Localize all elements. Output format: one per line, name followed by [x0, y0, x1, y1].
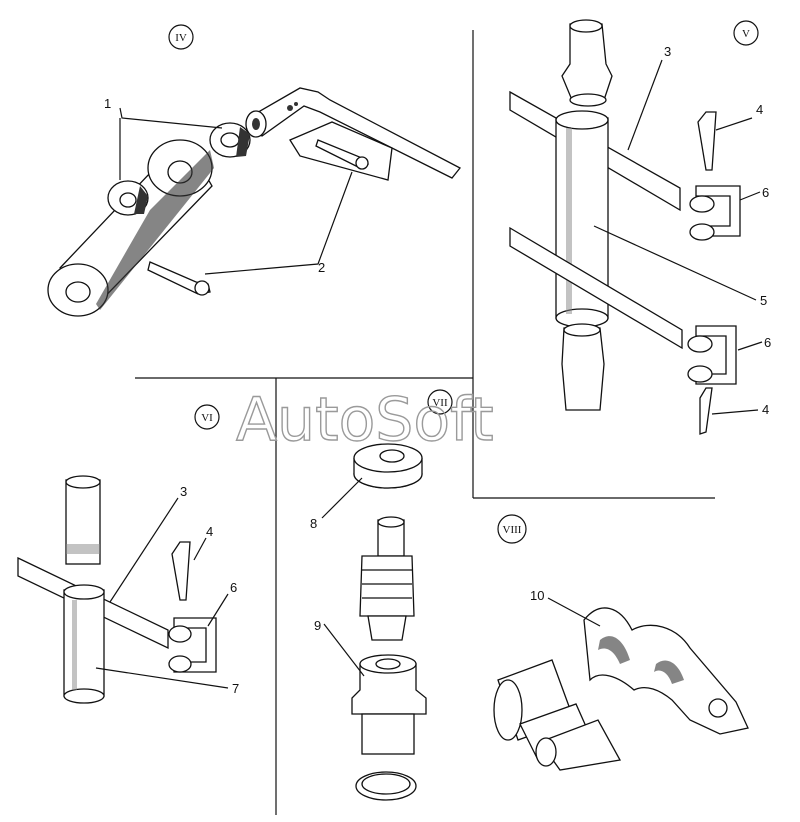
- callout-v-6a: 6: [762, 185, 769, 200]
- callout-vi-4: 4: [206, 524, 213, 539]
- svg-text:VIII: VIII: [503, 524, 522, 536]
- section-marker-vii: VII: [427, 389, 453, 415]
- section-vii-drawing: [321, 443, 427, 801]
- callout-v-5: 5: [760, 293, 767, 308]
- callout-vii-8: 8: [310, 516, 317, 531]
- callout-v-3: 3: [664, 44, 671, 59]
- callout-viii-10: 10: [530, 588, 544, 603]
- section-vi-drawing: [17, 475, 229, 704]
- section-marker-iv: IV: [168, 24, 194, 50]
- watermark: AutoSoft: [236, 385, 494, 455]
- svg-text:IV: IV: [175, 32, 187, 44]
- section-marker-vi: VI: [194, 404, 220, 430]
- callout-v-4a: 4: [756, 102, 763, 117]
- section-marker-viii: VIII: [497, 514, 527, 544]
- callout-vi-7: 7: [232, 681, 239, 696]
- callout-v-6b: 6: [764, 335, 771, 350]
- callout-v-4b: 4: [762, 402, 769, 417]
- callout-iv-2: 2: [318, 260, 325, 275]
- callout-vi-6: 6: [230, 580, 237, 595]
- callout-vi-3: 3: [180, 484, 187, 499]
- callout-vii-9: 9: [314, 618, 321, 633]
- section-viii-drawing: [493, 597, 749, 771]
- svg-text:V: V: [742, 28, 750, 40]
- callout-iv-1: 1: [104, 96, 111, 111]
- svg-text:VII: VII: [432, 397, 448, 409]
- section-iv-drawing: [47, 87, 462, 317]
- svg-text:VI: VI: [201, 412, 213, 424]
- section-marker-v: V: [733, 20, 759, 46]
- section-v-drawing: [509, 19, 763, 435]
